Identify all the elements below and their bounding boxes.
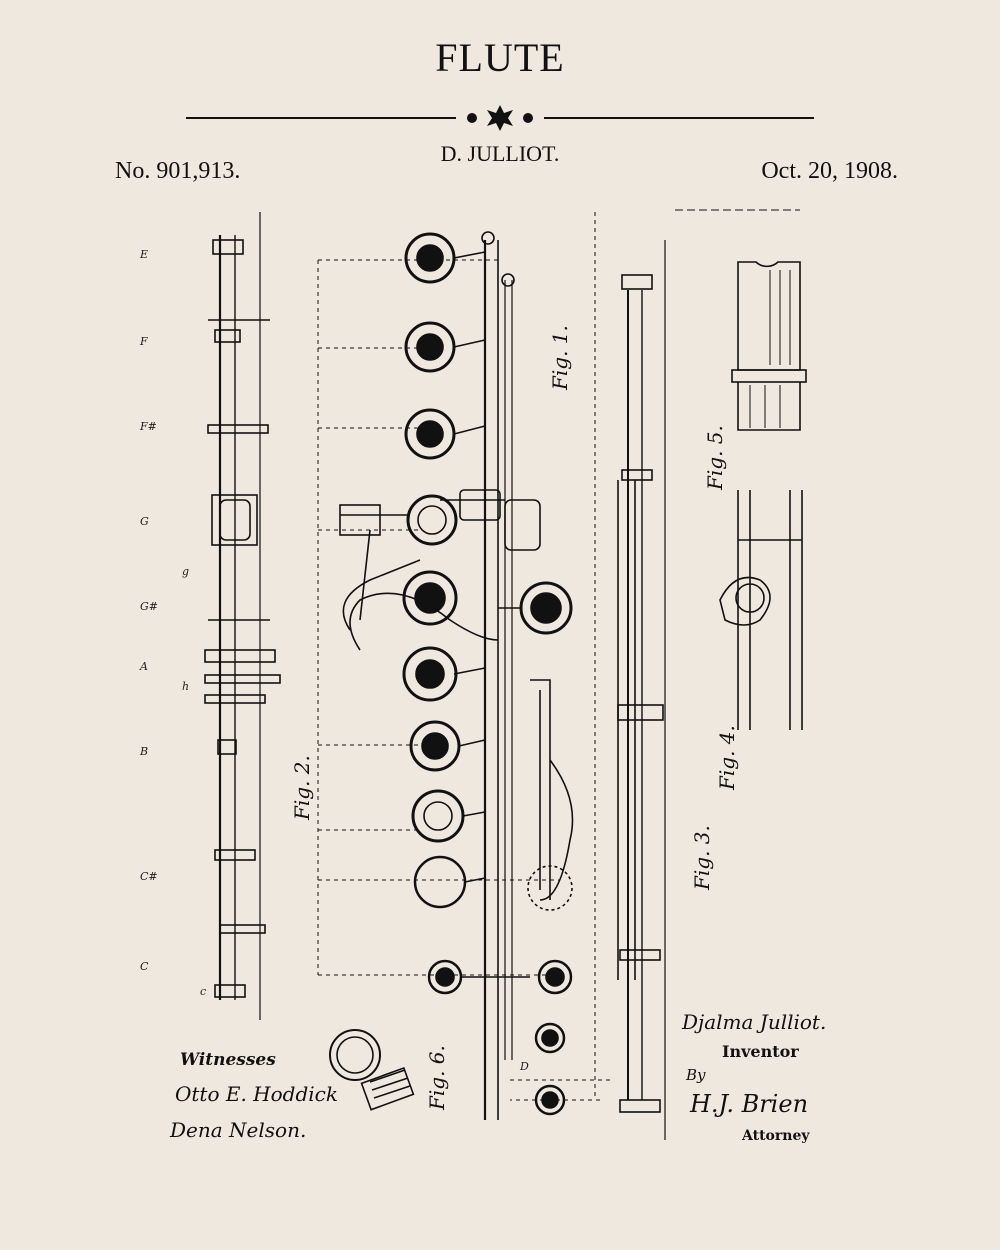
inventor-name: D. JULLIOT.	[440, 141, 560, 166]
note-label-h: h	[182, 680, 190, 693]
ornamental-divider	[186, 105, 814, 131]
patent-date: Oct. 20, 1908.	[761, 158, 898, 184]
side-view-right	[617, 240, 666, 1140]
page-title: FLUTE	[435, 35, 565, 80]
figure-6-label: Fig. 6.	[425, 1045, 449, 1110]
witness-signature-1: Otto E. Hoddick	[175, 1082, 338, 1106]
tone-holes	[402, 232, 573, 1116]
attorney-signature: H.J. Brien	[690, 1090, 809, 1118]
flute-patent-drawing	[204, 209, 807, 1140]
note-label-g-lower: g	[182, 565, 190, 578]
witnesses-label: Witnesses	[180, 1050, 276, 1070]
figure-5-label: Fig. 5.	[703, 425, 727, 490]
note-label-b: B	[140, 745, 149, 758]
note-label-a: A	[140, 660, 148, 673]
figure-4-label: Fig. 4.	[715, 725, 739, 790]
star-icon	[487, 105, 513, 131]
inventor-signature: Djalma Julliot.	[682, 1010, 827, 1034]
note-label-g: G	[140, 515, 149, 528]
cross-section-detail	[719, 490, 803, 730]
figure-1-label: Fig. 1.	[548, 325, 572, 390]
key-detail-small	[329, 1029, 415, 1111]
by-label: By	[686, 1066, 706, 1084]
note-label-c-sharp: C#	[140, 870, 158, 883]
tube-section-detail	[731, 261, 807, 431]
note-label-c: C	[140, 960, 149, 973]
figure-2-label: Fig. 2.	[290, 755, 314, 820]
dashed-guides	[317, 212, 610, 1101]
attorney-label: Attorney	[742, 1128, 810, 1144]
note-label-f: F	[140, 335, 148, 348]
note-label-d: D	[520, 1060, 529, 1073]
note-label-c-lower: c	[200, 985, 207, 998]
flute-body-main	[481, 231, 515, 1120]
inventor-label: Inventor	[722, 1042, 799, 1061]
note-label-f-sharp: F#	[140, 420, 157, 433]
note-label-e: E	[140, 248, 149, 261]
patent-number: No. 901,913.	[115, 158, 241, 184]
note-label-g-sharp: G#	[140, 600, 159, 613]
side-view-left	[204, 212, 281, 1020]
figure-3-label: Fig. 3.	[690, 825, 714, 890]
key-arms	[339, 251, 574, 978]
witness-signature-2: Dena Nelson.	[170, 1118, 307, 1142]
